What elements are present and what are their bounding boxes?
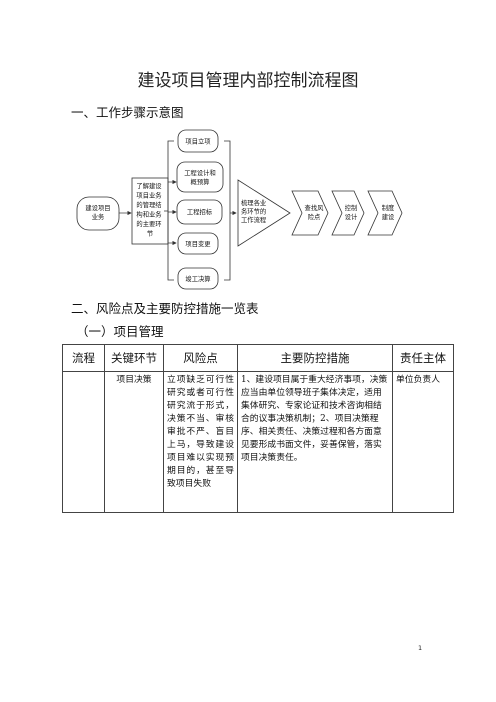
cell-measures: 1、建设项目属于重大经济事项，决策应当由单位领导班子集体决定，适用集体研究、专家… xyxy=(237,371,393,513)
understand-node-label: 了解建设 项目业务 的管理结 构和业务 的主要环 节 xyxy=(136,181,163,238)
header-risk-point: 风险点 xyxy=(163,344,238,372)
step-node-design-budget xyxy=(176,161,224,193)
section-heading-risk-table: 二、风险点及主要防控措施一览表 xyxy=(71,301,259,316)
step-node-label: 竣工决算 xyxy=(185,274,210,283)
risk-table: 流程 关键环节 风险点 主要防控措施 责任主体 项目决策 立项缺乏可行性研究或者… xyxy=(62,344,454,513)
chevron-label: 制度建设 xyxy=(382,203,395,221)
step-node-final-accounts xyxy=(177,267,219,290)
understand-node xyxy=(131,177,169,245)
chevron-control-design xyxy=(331,190,365,236)
start-node xyxy=(76,196,120,231)
step-node-label: 工程设计和概预算 xyxy=(184,168,215,186)
chevron-find-risks xyxy=(291,190,329,236)
review-triangle-node xyxy=(237,179,291,247)
step-node-project-approval xyxy=(177,129,219,153)
table-header-row: 流程 关键环节 风险点 主要防控措施 责任主体 xyxy=(62,344,454,372)
left-brace xyxy=(164,140,174,281)
header-measures: 主要防控措施 xyxy=(237,344,393,372)
step-node-label: 工程招标 xyxy=(187,207,213,216)
chevron-label: 控制设计 xyxy=(345,203,358,221)
cell-key-step: 项目决策 xyxy=(104,371,164,513)
section-heading-workflow: 一、工作步骤示意图 xyxy=(71,105,184,120)
step-node-change xyxy=(177,232,219,255)
page-number: 1 xyxy=(418,644,423,652)
table-row: 项目决策 立项缺乏可行性研究或者可行性研究流于形式，决策不当、审核审批不严、盲目… xyxy=(62,371,454,513)
subsection-heading-project-management: （一）项目管理 xyxy=(76,324,164,339)
right-brace xyxy=(224,140,231,281)
review-node-label: 梳理各业 务环节的 工作流程 xyxy=(241,198,268,224)
cell-process xyxy=(62,371,105,513)
step-node-label: 项目变更 xyxy=(185,239,211,248)
step-node-label: 项目立项 xyxy=(185,137,211,146)
header-process: 流程 xyxy=(62,344,105,372)
step-node-bidding xyxy=(176,199,223,225)
chevron-system-building xyxy=(367,190,403,236)
chevron-label: 查找风险点 xyxy=(305,203,325,221)
header-key-step: 关键环节 xyxy=(104,344,164,372)
page-title: 建设项目管理内部控制流程图 xyxy=(137,71,359,91)
start-node-label: 建设项目业务 xyxy=(85,203,110,221)
cell-responsible: 单位负责人 xyxy=(392,371,454,513)
header-responsible: 责任主体 xyxy=(392,344,454,372)
cell-risk-point: 立项缺乏可行性研究或者可行性研究流于形式，决策不当、审核审批不严、盲目上马，导致… xyxy=(163,371,238,513)
